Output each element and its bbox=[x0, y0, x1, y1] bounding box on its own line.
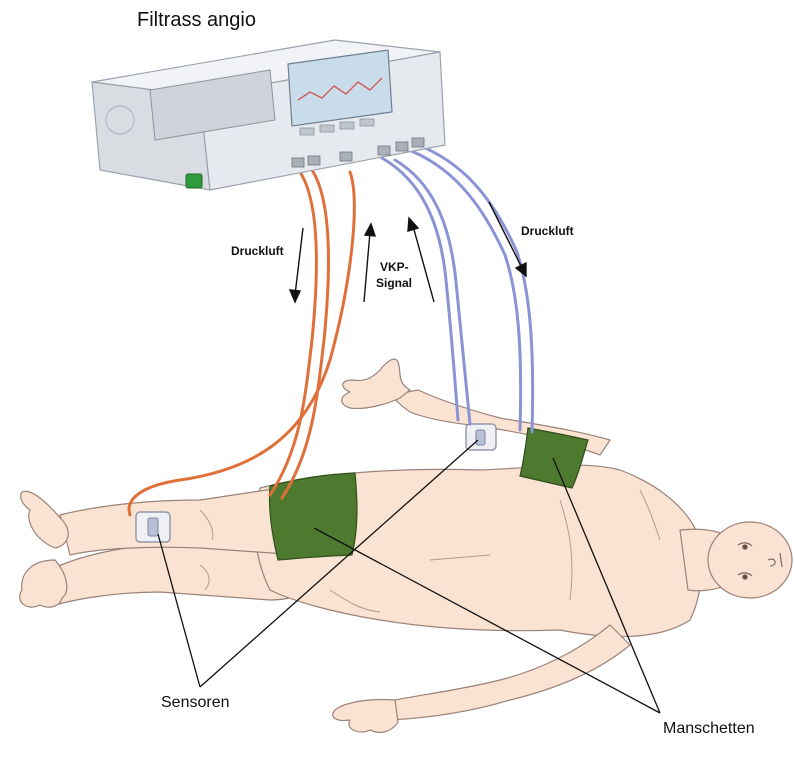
label-sensoren: Sensoren bbox=[161, 694, 230, 712]
patient-body bbox=[20, 359, 792, 732]
tube-orange-1 bbox=[270, 172, 316, 495]
arrow-icon-vkp-up-orange bbox=[364, 224, 375, 302]
label-manschetten: Manschetten bbox=[663, 720, 755, 738]
tubes-orange bbox=[129, 170, 354, 515]
hand-lower bbox=[333, 699, 398, 732]
tube-blue-4 bbox=[416, 144, 533, 432]
diagram-title: Filtrass angio bbox=[137, 9, 256, 32]
sensor-leg bbox=[136, 512, 170, 542]
label-druckluft-right: Druckluft bbox=[521, 224, 574, 238]
pressure-device-icon bbox=[92, 40, 445, 190]
label-vkp-line2: Signal bbox=[376, 276, 412, 290]
foot-upper bbox=[21, 491, 68, 548]
tube-orange-2 bbox=[282, 170, 328, 498]
device-screen bbox=[288, 50, 392, 126]
arm-lower bbox=[390, 625, 630, 720]
head bbox=[708, 522, 792, 598]
label-druckluft-left: Druckluft bbox=[231, 244, 284, 258]
tube-blue-3 bbox=[404, 148, 521, 430]
eye-upper-iris bbox=[743, 545, 747, 549]
label-vkp-line1: VKP- bbox=[380, 260, 409, 274]
tube-orange-3 bbox=[129, 172, 354, 515]
eye-lower-iris bbox=[743, 575, 747, 579]
arrow-icon-druckluft-left bbox=[290, 228, 303, 302]
power-button-icon bbox=[186, 174, 202, 188]
foot-lower bbox=[20, 560, 67, 607]
tube-blue-2 bbox=[395, 160, 470, 424]
cuff-leg bbox=[269, 473, 356, 560]
